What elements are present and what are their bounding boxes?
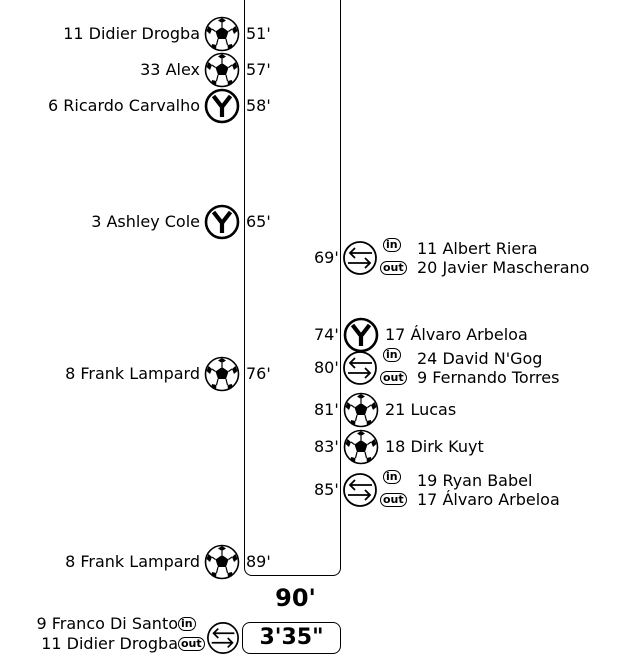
home-event-minute: 51' bbox=[246, 24, 271, 43]
substitution-icon bbox=[342, 472, 378, 512]
away-event-minute: 80' bbox=[314, 358, 339, 377]
away-event-minute: 69' bbox=[314, 248, 339, 267]
sub-in-badge: in bbox=[383, 470, 401, 484]
home-event-minute: 57' bbox=[246, 60, 271, 79]
home-event-player: 11 Didier Drogba bbox=[63, 24, 200, 43]
home-event-minute: 58' bbox=[246, 96, 271, 115]
yellow-card-icon bbox=[204, 88, 240, 128]
sub-out-player: 20 Javier Mascherano bbox=[417, 258, 590, 277]
stoppage-sub-in-player: 9 Franco Di Santo bbox=[36, 614, 178, 633]
away-event-minute: 81' bbox=[314, 400, 339, 419]
substitution-icon bbox=[342, 350, 378, 390]
sub-in-player: 19 Ryan Babel bbox=[417, 471, 533, 490]
home-event-player: 33 Alex bbox=[140, 60, 200, 79]
home-event-minute: 76' bbox=[246, 364, 271, 383]
sub-out-player: 17 Álvaro Arbeloa bbox=[417, 490, 560, 509]
football-icon bbox=[343, 429, 379, 469]
football-icon bbox=[204, 52, 240, 92]
away-event-player: 21 Lucas bbox=[385, 400, 457, 419]
sub-out-badge: out bbox=[380, 371, 407, 385]
sub-in-badge: in bbox=[178, 617, 196, 631]
sub-out-badge: out bbox=[380, 493, 407, 507]
sub-out-badge: out bbox=[380, 261, 407, 275]
sub-in-badge: in bbox=[383, 348, 401, 362]
sub-out-badge: out bbox=[178, 637, 205, 651]
yellow-card-icon bbox=[204, 204, 240, 244]
home-event-player: 6 Ricardo Carvalho bbox=[48, 96, 200, 115]
away-event-player: 17 Álvaro Arbeloa bbox=[385, 325, 528, 344]
sub-in-player: 24 David N'Gog bbox=[417, 349, 543, 368]
added-time-box: 3'35" bbox=[242, 622, 341, 654]
full-time-label: 90' bbox=[275, 584, 316, 612]
stoppage-sub-out-player: 11 Didier Drogba bbox=[41, 634, 178, 653]
home-event-player: 8 Frank Lampard bbox=[65, 364, 200, 383]
home-event-minute: 65' bbox=[246, 212, 271, 231]
football-icon bbox=[343, 392, 379, 432]
sub-in-player: 11 Albert Riera bbox=[417, 239, 538, 258]
away-event-minute: 83' bbox=[314, 437, 339, 456]
sub-in-badge: in bbox=[383, 238, 401, 252]
home-event-player: 8 Frank Lampard bbox=[65, 552, 200, 571]
football-icon bbox=[204, 16, 240, 56]
yellow-card-icon bbox=[343, 317, 379, 357]
away-event-player: 18 Dirk Kuyt bbox=[385, 437, 484, 456]
home-event-minute: 89' bbox=[246, 552, 271, 571]
home-event-player: 3 Ashley Cole bbox=[91, 212, 200, 231]
second-half-timeline bbox=[244, 0, 341, 576]
football-icon bbox=[204, 356, 240, 396]
away-event-minute: 85' bbox=[314, 480, 339, 499]
away-event-minute: 74' bbox=[314, 325, 339, 344]
sub-out-player: 9 Fernando Torres bbox=[417, 368, 560, 387]
football-icon bbox=[204, 544, 240, 584]
substitution-icon bbox=[342, 240, 378, 280]
substitution-icon bbox=[206, 621, 240, 659]
